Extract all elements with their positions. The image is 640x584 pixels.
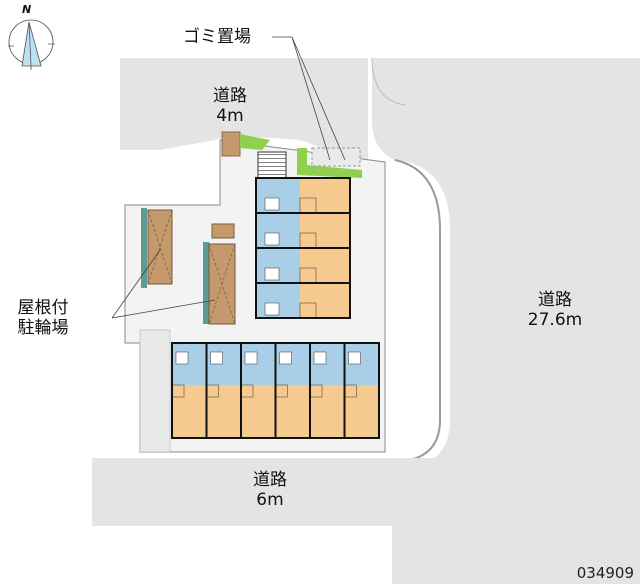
road-bottom — [92, 458, 640, 526]
stairs — [257, 151, 287, 181]
small-shed — [211, 223, 235, 239]
unit-kitchen — [171, 384, 185, 398]
property-code: 034909 — [576, 564, 634, 582]
unit-bath — [279, 351, 292, 365]
brick-planter — [221, 131, 241, 157]
unit-bath — [264, 197, 280, 211]
bicycle-parking-line1: 屋根付 — [17, 298, 69, 318]
road-right-curb — [394, 159, 441, 463]
unit-kitchen — [299, 267, 317, 284]
bicycle-parking-shadow-1 — [141, 208, 147, 288]
unit-kitchen — [344, 384, 357, 398]
stair-step — [258, 166, 286, 167]
road-bottom-name: 道路 — [253, 470, 287, 490]
top-building — [255, 177, 351, 319]
unit-bath — [348, 351, 361, 365]
garbage-area-label: ゴミ置場 — [183, 27, 251, 47]
road-top — [120, 58, 368, 165]
compass-icon — [8, 19, 55, 70]
green-area-2 — [297, 148, 362, 178]
stair-step — [258, 174, 286, 175]
bicycle-parking-label: 屋根付 駐輪場 — [10, 298, 76, 338]
roof-1-x — [147, 209, 173, 285]
unit-kitchen — [206, 384, 219, 398]
unit-kitchen — [299, 232, 317, 249]
road-top-width: 4m — [216, 106, 244, 126]
road-right-width: 27.6m — [527, 310, 583, 330]
road-right-name: 道路 — [538, 290, 572, 310]
driveway — [139, 329, 171, 453]
unit-bath — [210, 351, 223, 365]
road-top-name: 道路 — [213, 86, 247, 106]
stair-step — [258, 170, 286, 171]
unit-kitchen — [240, 384, 254, 398]
unit-outline — [255, 282, 351, 319]
road-bottom-width: 6m — [256, 490, 284, 510]
bicycle-leader — [111, 249, 216, 319]
road-right-label: 道路 27.6m — [510, 290, 600, 330]
unit-bath — [175, 351, 189, 365]
roof-2-x — [208, 243, 236, 325]
stair-step — [258, 154, 286, 155]
green-area-1 — [240, 134, 270, 150]
road-bottom-label: 道路 6m — [240, 470, 300, 510]
unit-bath — [264, 267, 280, 281]
unit-bath — [264, 232, 280, 246]
unit-bath — [264, 302, 280, 316]
unit-kitchen — [299, 302, 317, 319]
stair-step — [258, 162, 286, 163]
unit-outline — [343, 342, 380, 439]
garbage-area — [311, 147, 361, 167]
unit-bath — [313, 351, 327, 365]
unit-kitchen — [299, 197, 317, 214]
road-right — [372, 58, 640, 584]
bicycle-parking-shadow-2 — [203, 242, 209, 324]
road-right-curb-inner — [371, 57, 406, 106]
garbage-leader — [272, 36, 346, 161]
stair-step — [258, 158, 286, 159]
unit-kitchen — [309, 384, 323, 398]
road-top-label: 道路 4m — [200, 86, 260, 126]
unit-kitchen — [275, 384, 288, 398]
compass-north-label: N — [22, 3, 32, 16]
bicycle-parking-line2: 駐輪場 — [17, 318, 69, 338]
unit-bath — [244, 351, 258, 365]
bottom-building — [171, 342, 380, 439]
